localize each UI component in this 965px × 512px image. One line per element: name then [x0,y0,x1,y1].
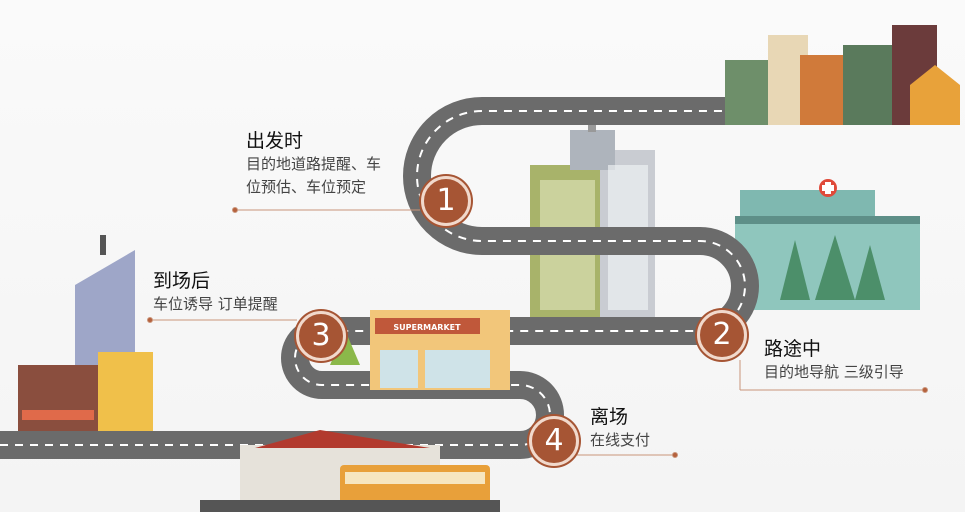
step-1-title: 出发时 [246,130,304,152]
step-2-desc: 目的地导航 三级引导 [764,363,904,381]
leader-lines [147,207,928,458]
step-3-title: 到场后 [153,270,211,292]
step-4-label: 离场 在线支付 [590,402,650,452]
supermarket-sign: SUPERMARKET [393,323,461,332]
skyscraper-center [530,100,655,325]
step-3-desc: 车位诱导 订单提醒 [153,295,278,313]
step-2-title: 路途中 [764,338,822,360]
step-4-desc: 在线支付 [590,431,651,449]
step-2-label: 路途中 目的地导航 三级引导 [764,334,904,384]
left-shops [18,352,153,440]
hospital [735,179,920,310]
step-1-desc-line2: 位预估、车位预定 [246,178,367,196]
step-1-label: 出发时 目的地道路提醒、车 位预估、车位预定 [246,126,381,199]
step-1-desc-line1: 目的地道路提醒、车 [246,155,382,173]
step-badge-1: 1 [421,176,471,226]
step-4-title: 离场 [590,406,629,428]
step-badge-2: 2 [697,310,747,360]
step-badge-3: 3 [296,311,346,361]
supermarket: SUPERMARKET [330,310,510,390]
train-station [200,430,500,512]
step-3-label: 到场后 车位诱导 订单提醒 [153,266,278,316]
town-houses [725,25,960,125]
step-badge-4: 4 [529,416,579,466]
